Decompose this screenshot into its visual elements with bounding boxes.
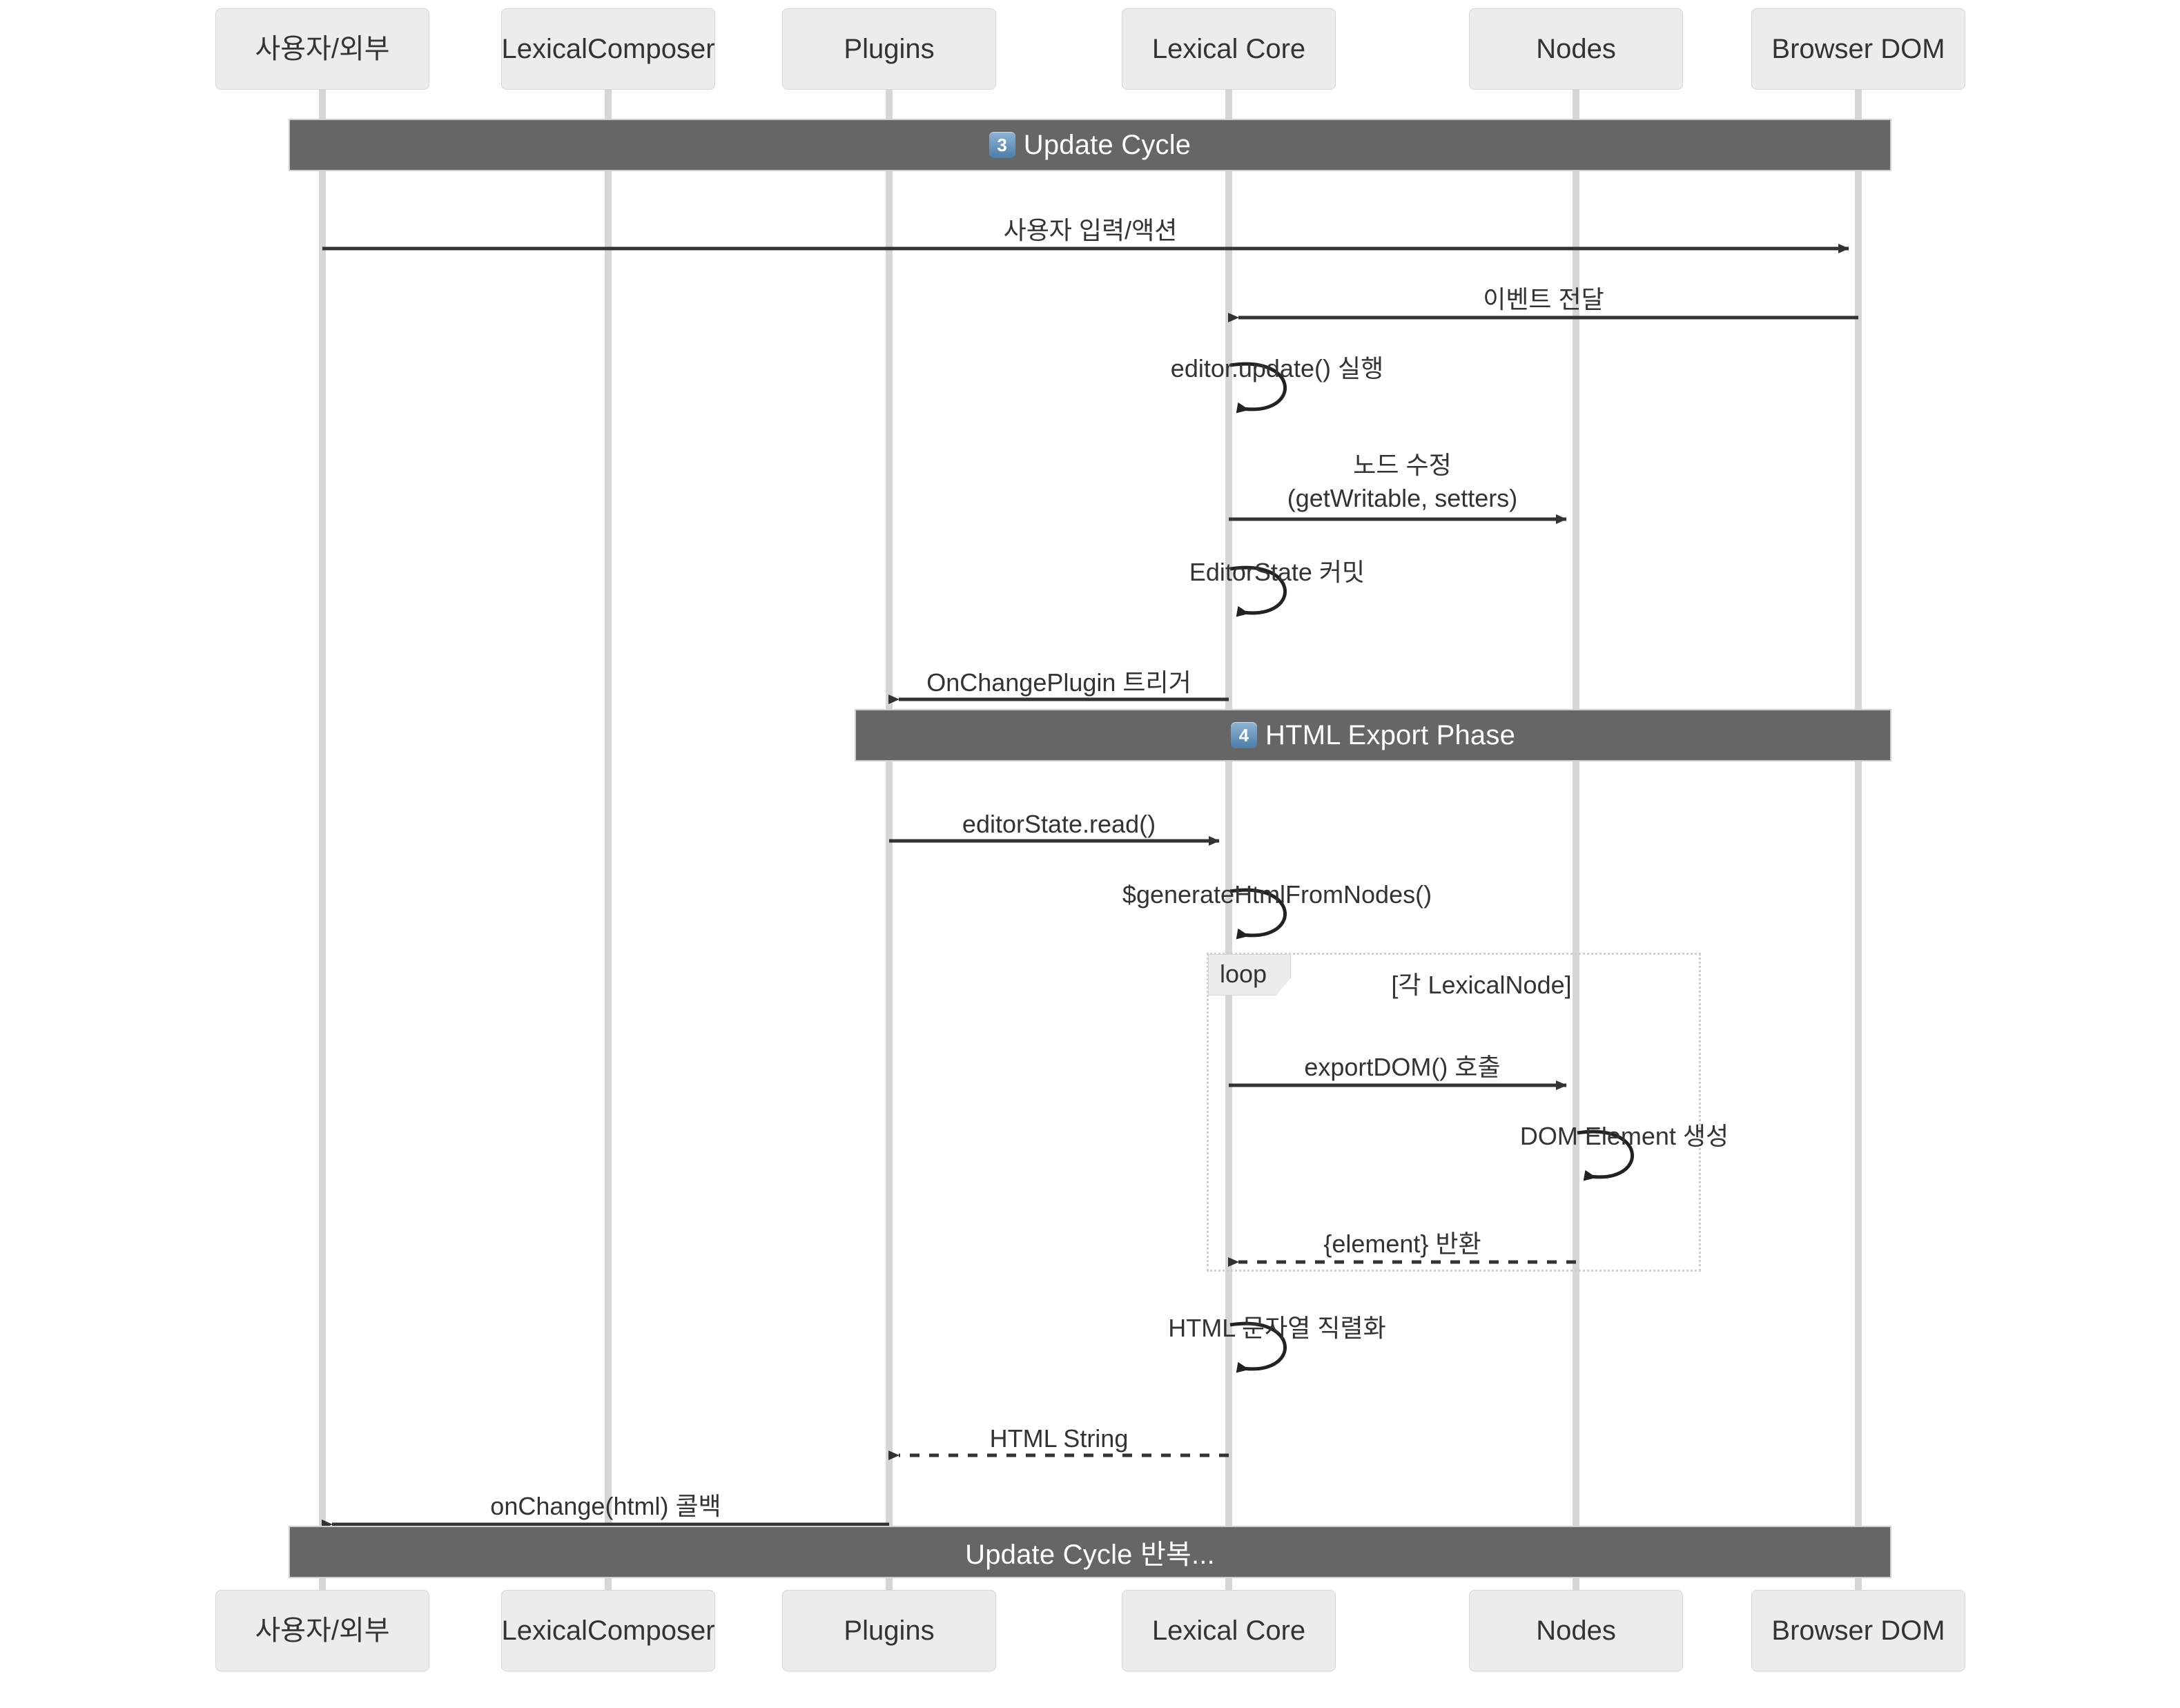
banner-label: HTML Export Phase xyxy=(1265,719,1516,750)
message-label-m6: OnChangePlugin 트리거 xyxy=(926,668,1191,697)
participant-dom-bottom[interactable]: Browser DOM xyxy=(1751,1590,1965,1671)
message-label-m1: 사용자 입력/액션 xyxy=(1003,216,1178,244)
participant-label: Plugins xyxy=(844,34,935,64)
participant-plugins-top[interactable]: Plugins xyxy=(782,8,996,90)
participant-label: 사용자/외부 xyxy=(255,34,390,64)
banner-update-cycle: 3 Update Cycle xyxy=(289,119,1891,171)
self-loop-arrow-m5 xyxy=(1229,565,1287,617)
participant-label: Plugins xyxy=(844,1615,935,1646)
participant-dom-top[interactable]: Browser DOM xyxy=(1751,8,1965,90)
message-arrows-group xyxy=(322,244,1858,1529)
loop-fragment-box xyxy=(1207,953,1701,1272)
message-label-m13: HTML String xyxy=(989,1424,1129,1453)
message-label-m5: EditorState 커밋 xyxy=(1189,558,1365,586)
participant-label: Nodes xyxy=(1536,1615,1616,1646)
message-label-m7: editorState.read() xyxy=(962,810,1156,838)
participant-label: Browser DOM xyxy=(1771,1615,1945,1646)
self-loop-arrow-m10 xyxy=(1577,1129,1634,1181)
participant-composer-top[interactable]: LexicalComposer xyxy=(501,8,715,90)
loop-fragment-tab: loop xyxy=(1208,954,1292,996)
banner-label: Update Cycle 반복... xyxy=(965,1540,1215,1570)
participant-composer-bottom[interactable]: LexicalComposer xyxy=(501,1590,715,1671)
banner-content: 4 HTML Export Phase xyxy=(1230,719,1516,751)
participant-user-bottom[interactable]: 사용자/외부 xyxy=(215,1590,429,1671)
lifeline-nodes xyxy=(1573,90,1579,1590)
banner-content: Update Cycle 반복... xyxy=(965,1532,1215,1572)
participant-core-bottom[interactable]: Lexical Core xyxy=(1122,1590,1336,1671)
banner-content: 3 Update Cycle xyxy=(989,130,1191,161)
message-label-m3: editor.update() 실행 xyxy=(1170,354,1384,382)
participant-core-top[interactable]: Lexical Core xyxy=(1122,8,1336,90)
participant-label: Lexical Core xyxy=(1151,34,1306,64)
self-loop-arrow-m3 xyxy=(1229,362,1287,414)
message-label-m8: $generateHtmlFromNodes() xyxy=(1122,880,1432,909)
participant-user-top[interactable]: 사용자/외부 xyxy=(215,8,429,90)
lifeline-user xyxy=(319,90,326,1590)
message-label-m10: DOM Element 생성 xyxy=(1519,1122,1729,1150)
participant-label: Nodes xyxy=(1536,34,1616,64)
participant-label: Lexical Core xyxy=(1151,1615,1306,1646)
participant-label: LexicalComposer xyxy=(501,34,715,64)
message-label-m11: {element} 반환 xyxy=(1323,1230,1481,1258)
lifeline-composer xyxy=(605,90,612,1590)
self-loop-arrow-m12 xyxy=(1229,1321,1287,1373)
banner-html-export: 4 HTML Export Phase xyxy=(855,709,1891,761)
lifeline-core xyxy=(1225,90,1232,1590)
participant-label: 사용자/외부 xyxy=(255,1615,390,1646)
message-label-m9: exportDOM() 호출 xyxy=(1304,1053,1501,1081)
message-label-m4: 노드 수정 (getWritable, setters) xyxy=(1287,451,1518,512)
participant-label: Browser DOM xyxy=(1771,34,1945,64)
message-label-m14: onChange(html) 콜백 xyxy=(490,1492,721,1520)
message-label-m2: 이벤트 전달 xyxy=(1483,285,1604,313)
banner-label: Update Cycle xyxy=(1023,129,1191,160)
message-label-m12: HTML 문자열 직렬화 xyxy=(1168,1314,1386,1342)
lifeline-dom xyxy=(1855,90,1862,1590)
loop-fragment-condition: [각 LexicalNode] xyxy=(1391,971,1572,999)
keycap-number-icon: 3 xyxy=(989,132,1015,158)
participant-label: LexicalComposer xyxy=(501,1615,715,1646)
self-loop-arrow-m8 xyxy=(1229,888,1287,940)
keycap-number-icon: 4 xyxy=(1230,722,1257,748)
participant-nodes-top[interactable]: Nodes xyxy=(1469,8,1683,90)
participant-plugins-bottom[interactable]: Plugins xyxy=(782,1590,996,1671)
participant-nodes-bottom[interactable]: Nodes xyxy=(1469,1590,1683,1671)
banner-repeat: Update Cycle 반복... xyxy=(289,1526,1891,1578)
